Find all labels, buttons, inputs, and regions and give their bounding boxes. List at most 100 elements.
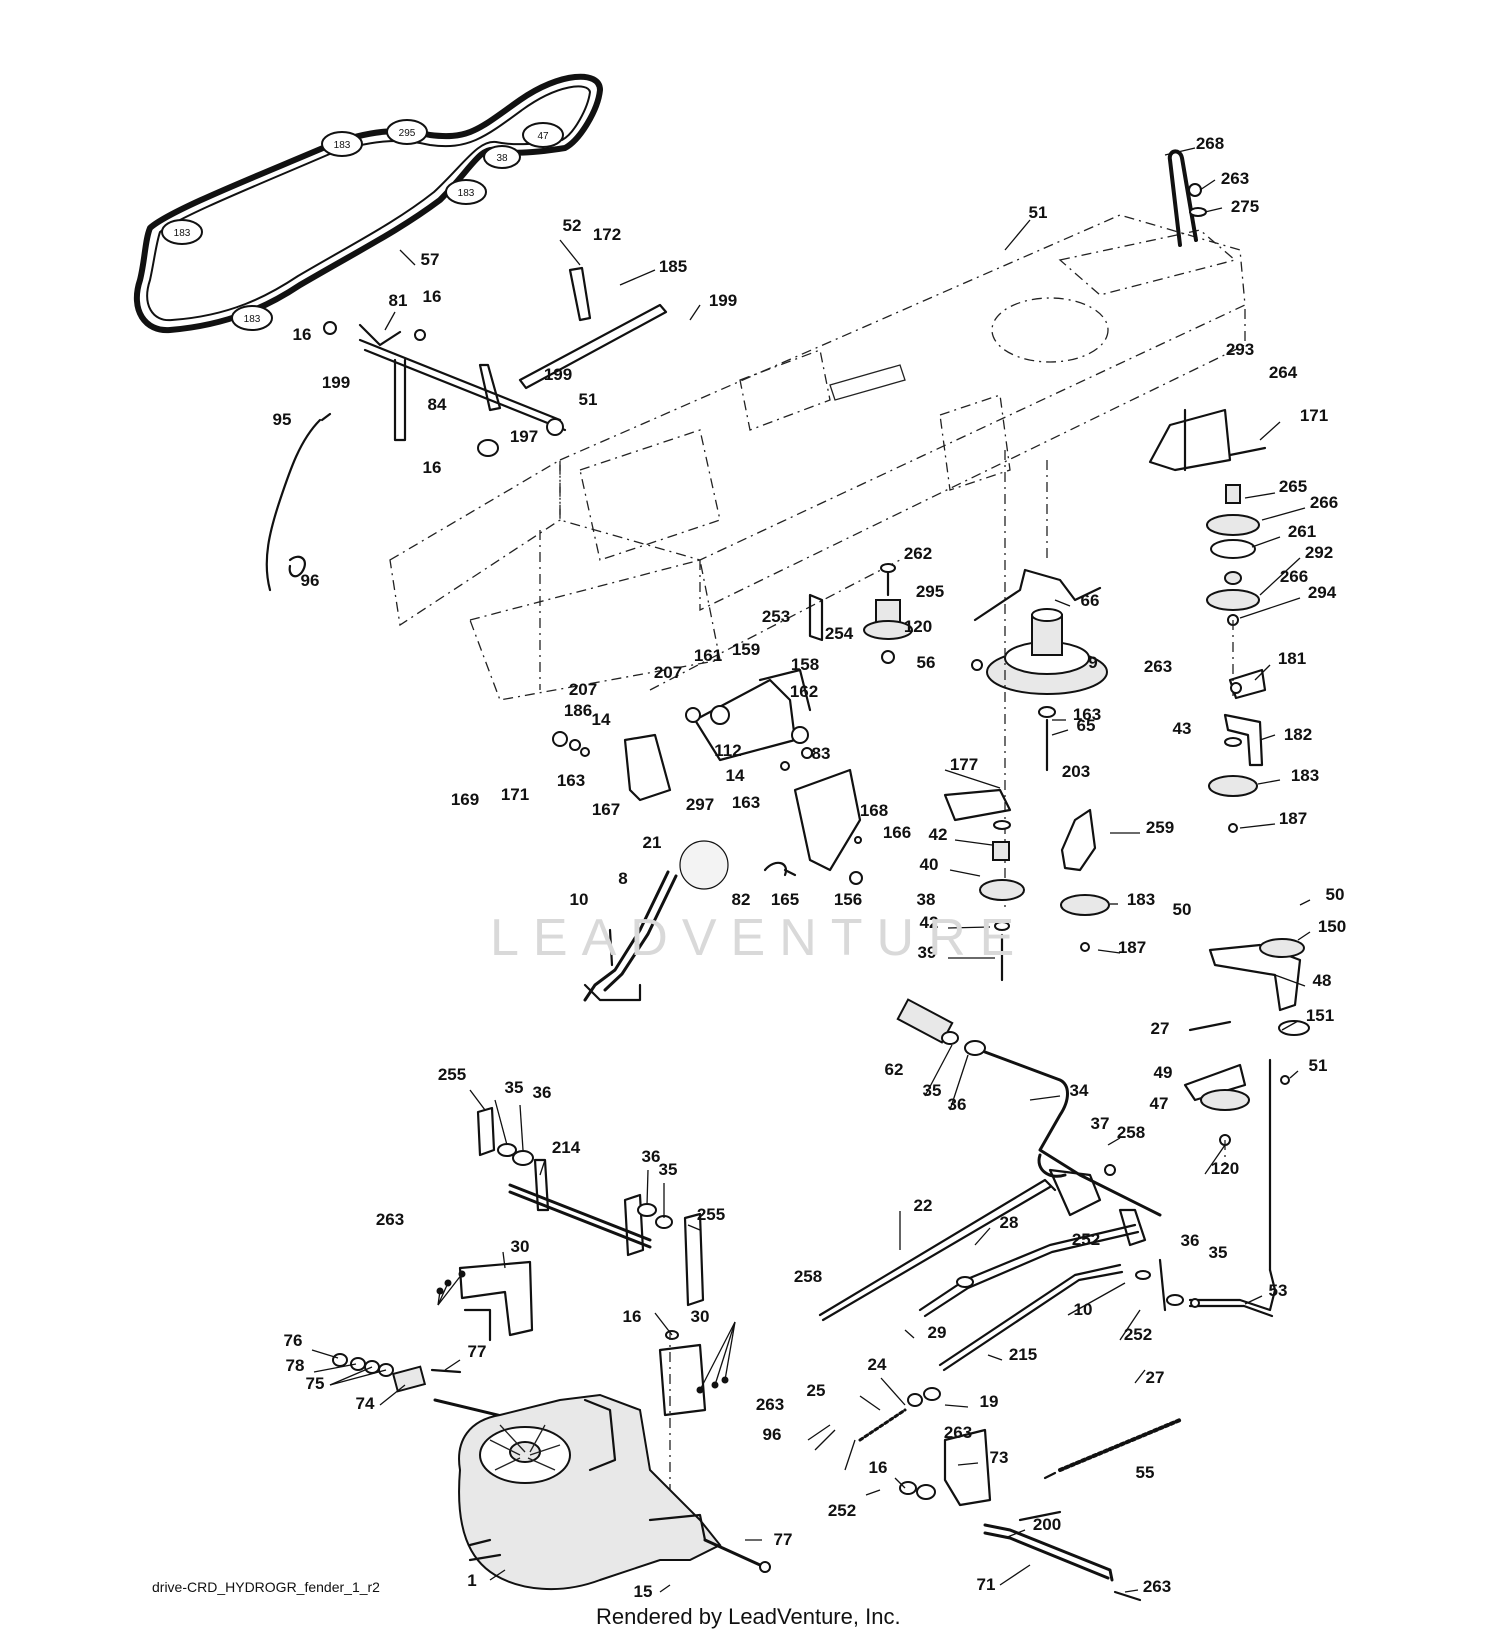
part-label: 264	[1269, 363, 1298, 382]
tractor-frame	[389, 214, 1246, 701]
part-label: 199	[544, 365, 572, 384]
hydrostatic-transaxle	[458, 1393, 771, 1590]
bypass-linkage	[476, 1106, 705, 1307]
part-label: 19	[980, 1392, 999, 1411]
part-label: 53	[1269, 1281, 1288, 1300]
part-label: 262	[904, 544, 932, 563]
part-label: 14	[726, 766, 745, 785]
part-label: 183	[1127, 890, 1155, 909]
part-label: 28	[1000, 1213, 1019, 1232]
part-label: 16	[869, 1458, 888, 1477]
part-label: 263	[944, 1423, 972, 1442]
part-label: 27	[1151, 1019, 1170, 1038]
part-label: 261	[1288, 522, 1316, 541]
part-label: 16	[623, 1307, 642, 1326]
part-label: 112	[714, 741, 741, 760]
part-label: 252	[828, 1501, 856, 1520]
part-label: 252	[1072, 1230, 1100, 1249]
part-label: 27	[1146, 1368, 1165, 1387]
part-labels: 268 263 275 51 52 172 185 199 57 81 16 1…	[273, 134, 1347, 1601]
cross-shaft	[896, 998, 1162, 1247]
part-label: 84	[428, 395, 447, 414]
part-label: 76	[284, 1331, 303, 1350]
belt-label-6: 183	[244, 314, 261, 325]
part-label: 169	[451, 790, 479, 809]
part-label: 199	[322, 373, 350, 392]
part-label: 77	[774, 1530, 793, 1549]
part-label: 171	[501, 785, 529, 804]
part-label: 36	[1181, 1231, 1200, 1250]
part-label: 294	[1308, 583, 1337, 602]
shift-lever	[583, 870, 678, 1002]
part-label: 16	[423, 458, 442, 477]
part-label: 159	[732, 640, 760, 659]
part-label: 252	[1124, 1325, 1152, 1344]
part-label: 77	[468, 1342, 487, 1361]
part-label: 199	[709, 291, 737, 310]
part-label: 167	[592, 800, 620, 819]
part-label: 120	[904, 617, 932, 636]
idler-arm-right	[1060, 668, 1267, 952]
part-label: 51	[579, 390, 598, 409]
part-label: 1	[467, 1571, 476, 1590]
part-label: 42	[929, 825, 948, 844]
part-label: 255	[438, 1065, 466, 1084]
part-label: 9	[1088, 653, 1097, 672]
belt-label-4: 183	[334, 140, 351, 151]
part-label: 22	[914, 1196, 933, 1215]
part-label: 83	[812, 744, 831, 763]
part-label: 43	[1173, 719, 1192, 738]
part-label: 49	[1154, 1063, 1173, 1082]
part-label: 24	[868, 1355, 887, 1374]
part-label: 48	[1313, 971, 1332, 990]
part-label: 156	[834, 890, 862, 909]
part-label: 56	[917, 653, 936, 672]
part-label: 75	[306, 1374, 325, 1393]
part-label: 37	[1091, 1114, 1110, 1133]
part-label: 215	[1009, 1345, 1037, 1364]
part-label: 263	[1221, 169, 1249, 188]
part-label: 182	[1284, 725, 1312, 744]
part-label: 263	[756, 1395, 784, 1414]
part-label: 265	[1279, 477, 1307, 496]
part-label: 163	[732, 793, 760, 812]
part-label: 183	[1291, 766, 1319, 785]
part-label: 158	[791, 655, 819, 674]
part-label: 25	[807, 1381, 826, 1400]
part-label: 96	[763, 1425, 782, 1444]
part-label: 187	[1118, 938, 1146, 957]
part-label: 293	[1226, 340, 1254, 359]
brake-lever	[899, 1428, 1142, 1602]
idler-spacer-stack	[808, 563, 983, 671]
part-label: 263	[376, 1210, 404, 1229]
part-label: 30	[511, 1237, 530, 1256]
engine-pulley	[973, 450, 1108, 910]
part-label: 35	[659, 1160, 678, 1179]
bracket-cluster	[552, 668, 863, 890]
part-label: 207	[654, 663, 682, 682]
part-label: 50	[1173, 900, 1192, 919]
part-label: 51	[1029, 203, 1048, 222]
part-label: 82	[732, 890, 751, 909]
part-label: 21	[643, 833, 662, 852]
part-label: 8	[618, 869, 627, 888]
part-label: 50	[1326, 885, 1345, 904]
part-label: 57	[421, 250, 440, 269]
part-label: 16	[423, 287, 442, 306]
part-label: 39	[918, 943, 937, 962]
watermark-text: LEADVENTURE	[490, 909, 1029, 967]
part-label: 259	[1146, 818, 1174, 837]
belt-label-1: 295	[399, 128, 416, 139]
belt-idler-pulleys: 183 295 47 38 183 183 183	[161, 119, 564, 331]
part-label: 16	[293, 325, 312, 344]
belt-label-5: 183	[458, 188, 475, 199]
part-label: 40	[920, 855, 939, 874]
part-label: 172	[593, 225, 621, 244]
belt-label-0: 183	[174, 228, 191, 239]
part-label: 214	[552, 1138, 581, 1157]
part-label: 186	[564, 701, 592, 720]
part-label: 187	[1279, 809, 1307, 828]
part-label: 81	[389, 291, 408, 310]
part-label: 168	[860, 801, 888, 820]
